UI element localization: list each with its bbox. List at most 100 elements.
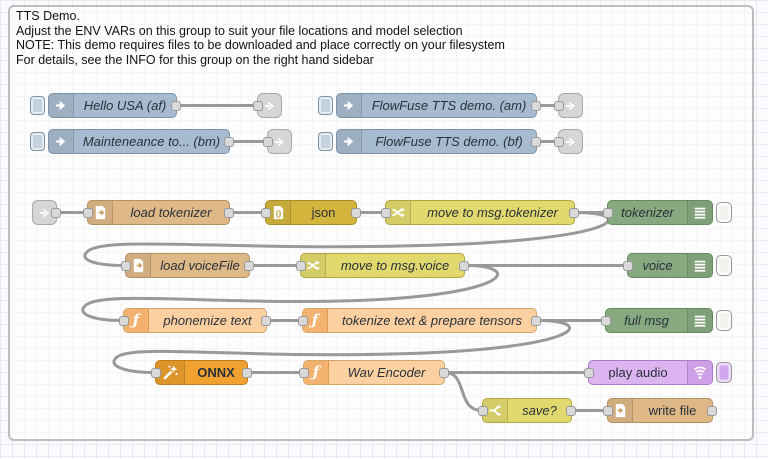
input-port[interactable] xyxy=(296,261,306,271)
input-port[interactable] xyxy=(554,101,564,111)
debug-icon xyxy=(687,201,712,224)
info-line-4: For details, see the INFO for this group… xyxy=(16,52,374,67)
svg-text:{}: {} xyxy=(275,209,281,218)
play-audio-button[interactable] xyxy=(716,362,732,383)
output-port[interactable] xyxy=(531,316,541,326)
input-port[interactable] xyxy=(151,368,161,378)
output-port[interactable] xyxy=(351,208,361,218)
play-audio-node[interactable]: play audio xyxy=(584,360,713,385)
node-label: load voiceFile xyxy=(160,258,240,273)
onnx-node[interactable]: ONNX xyxy=(151,360,252,385)
link-in-node[interactable] xyxy=(32,200,61,225)
node-label: tokenize text & prepare tensors xyxy=(342,313,522,328)
output-port[interactable] xyxy=(244,261,254,271)
node-label: tokenizer xyxy=(621,205,674,220)
output-port[interactable] xyxy=(224,137,234,147)
wire[interactable] xyxy=(112,319,572,374)
wire[interactable] xyxy=(81,264,499,322)
json-node[interactable]: {} json xyxy=(261,200,361,225)
input-port[interactable] xyxy=(603,406,613,416)
inject-arrow-icon xyxy=(49,130,74,153)
input-port[interactable] xyxy=(121,261,131,271)
node-label: play audio xyxy=(608,365,668,380)
file-icon xyxy=(608,399,633,422)
change-node-move-tokenizer[interactable]: move to msg.tokenizer xyxy=(381,200,579,225)
node-label: load tokenizer xyxy=(130,205,212,220)
input-port[interactable] xyxy=(298,316,308,326)
inject-node-flowfuse-am[interactable]: FlowFuse TTS demo. (am) xyxy=(336,93,541,118)
debug-icon xyxy=(687,309,712,332)
output-port[interactable] xyxy=(531,101,541,111)
input-port[interactable] xyxy=(603,208,613,218)
output-port[interactable] xyxy=(224,208,234,218)
debug-icon xyxy=(687,254,712,277)
file-out-node-write-file[interactable]: write file xyxy=(603,398,717,423)
input-port[interactable] xyxy=(83,208,93,218)
function-f-icon: ƒ xyxy=(124,309,149,332)
link-out-node[interactable] xyxy=(554,93,583,118)
node-label: Mainteneance to... (bm) xyxy=(82,134,221,149)
link-out-icon xyxy=(264,101,274,110)
file-in-node-load-voicefile[interactable]: load voiceFile xyxy=(121,253,254,278)
input-port[interactable] xyxy=(261,208,271,218)
wire[interactable] xyxy=(83,211,611,267)
inject-node-hello-usa[interactable]: Hello USA (af) xyxy=(48,93,181,118)
link-in-icon xyxy=(39,208,49,217)
inject-button[interactable] xyxy=(30,96,45,115)
node-label: Wav Encoder xyxy=(347,365,426,380)
node-label: phonemize text xyxy=(163,313,252,328)
node-label: write file xyxy=(648,403,697,418)
output-port[interactable] xyxy=(531,137,541,147)
link-out-icon xyxy=(274,137,284,146)
function-f-icon: ƒ xyxy=(304,361,329,384)
input-port[interactable] xyxy=(381,208,391,218)
function-f-icon: ƒ xyxy=(303,309,328,332)
input-port[interactable] xyxy=(584,368,594,378)
file-icon xyxy=(88,201,113,224)
inject-button[interactable] xyxy=(318,96,333,115)
output-port[interactable] xyxy=(569,208,579,218)
debug-node-tokenizer[interactable]: tokenizer xyxy=(603,200,713,225)
inject-arrow-icon xyxy=(337,94,362,117)
switch-node-save[interactable]: save? xyxy=(478,398,576,423)
debug-node-voice[interactable]: voice xyxy=(623,253,713,278)
function-node-wav-encoder[interactable]: ƒ Wav Encoder xyxy=(299,360,449,385)
link-out-node[interactable] xyxy=(554,129,583,154)
output-port[interactable] xyxy=(439,368,449,378)
input-port[interactable] xyxy=(263,137,273,147)
inject-node-flowfuse-bf[interactable]: FlowFuse TTS demo. (bf) xyxy=(336,129,541,154)
output-port[interactable] xyxy=(171,101,181,111)
node-label: save? xyxy=(522,403,557,418)
link-out-node[interactable] xyxy=(263,129,292,154)
input-port[interactable] xyxy=(554,137,564,147)
inject-arrow-icon xyxy=(49,94,74,117)
input-port[interactable] xyxy=(253,101,263,111)
input-port[interactable] xyxy=(478,406,488,416)
function-node-phonemize[interactable]: ƒ phonemize text xyxy=(119,308,271,333)
debug-node-full-msg[interactable]: full msg xyxy=(601,308,713,333)
file-in-node-load-tokenizer[interactable]: load tokenizer xyxy=(83,200,234,225)
function-node-tokenize[interactable]: ƒ tokenize text & prepare tensors xyxy=(298,308,541,333)
debug-toggle-button[interactable] xyxy=(716,310,732,331)
debug-toggle-button[interactable] xyxy=(716,255,732,276)
output-port[interactable] xyxy=(459,261,469,271)
output-port[interactable] xyxy=(566,406,576,416)
input-port[interactable] xyxy=(299,368,309,378)
inject-button[interactable] xyxy=(318,132,333,151)
output-port[interactable] xyxy=(242,368,252,378)
change-node-move-voice[interactable]: move to msg.voice xyxy=(296,253,469,278)
input-port[interactable] xyxy=(601,316,611,326)
output-port[interactable] xyxy=(51,208,61,218)
inject-button[interactable] xyxy=(30,132,45,151)
input-port[interactable] xyxy=(119,316,129,326)
inject-node-maintenance[interactable]: Mainteneance to... (bm) xyxy=(48,129,234,154)
input-port[interactable] xyxy=(623,261,633,271)
output-port[interactable] xyxy=(707,406,717,416)
link-out-node[interactable] xyxy=(253,93,282,118)
debug-toggle-button[interactable] xyxy=(716,202,732,223)
info-line-2: Adjust the ENV VARs on this group to sui… xyxy=(16,23,463,38)
info-line-3: NOTE: This demo requires files to be dow… xyxy=(16,38,505,53)
wire[interactable] xyxy=(443,371,484,412)
output-port[interactable] xyxy=(261,316,271,326)
